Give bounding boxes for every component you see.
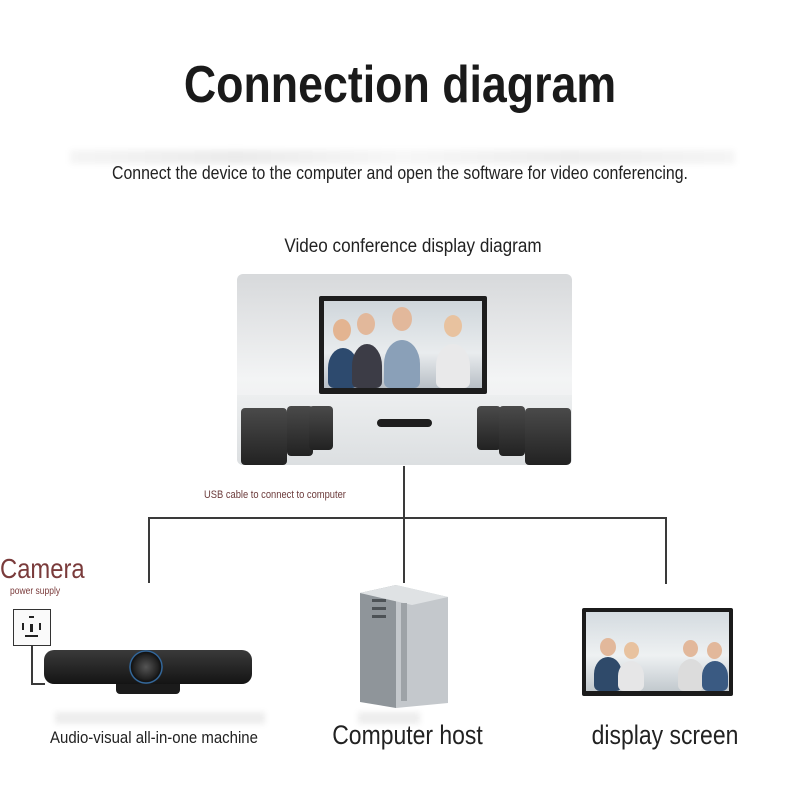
room-chair [477,406,501,450]
camera-branch-line [148,517,150,583]
blurred-caption-band [358,712,420,724]
room-chair [287,406,313,456]
power-cable-line [31,683,45,685]
computer-branch-line [403,517,405,583]
room-soundbar [377,419,432,427]
room-chair [525,408,571,465]
tv-person-2-head [357,313,375,335]
tv-person-3-head [392,307,412,331]
room-chair [499,406,525,456]
room-chair [309,406,333,450]
page-subtitle: Connect the device to the computer and o… [112,163,688,183]
power-socket-icon [13,609,51,646]
audio-visual-machine-label: Audio-visual all-in-one machine [50,728,258,747]
tv-person-3 [384,340,420,388]
computer-tower-graphic [360,585,448,708]
trunk-line [403,466,405,518]
blurred-text-band [70,150,735,164]
power-supply-label: power supply [10,586,61,597]
power-cable-line [31,646,33,684]
device-stand [116,684,180,694]
display-person-2-head [624,642,639,659]
conference-room-photo [237,274,572,465]
display-person-4 [702,661,728,691]
tv-person-2 [352,344,382,388]
camera-lens [129,650,163,684]
display-screen-label: display screen [591,720,739,750]
soundbar-camera-icon [44,650,252,684]
computer-host-label: Computer host [332,720,483,750]
display-screen-image [586,612,729,691]
tv-person-1-head [333,319,351,341]
tv-person-4 [436,344,470,388]
computer-tower-icon [360,585,448,708]
tv-person-4-head [444,315,462,337]
horizontal-bus-line [148,517,666,519]
power-socket-glyph [22,616,41,637]
room-chair [241,408,287,465]
display-person-2 [618,661,644,691]
wall-tv [319,296,487,394]
usb-cable-label: USB cable to connect to computer [204,489,346,501]
display-screen-icon [582,608,733,696]
diagram-heading: Video conference display diagram [284,236,542,257]
display-person-1-head [600,638,616,656]
page-title: Connection diagram [183,56,617,114]
camera-label: Camera [0,553,85,584]
display-person-3-head [683,640,698,657]
display-person-3 [678,659,704,691]
blurred-caption-band [55,712,265,724]
wall-tv-screen [324,301,482,388]
display-person-1 [594,657,622,691]
display-person-4-head [707,642,722,659]
display-branch-line [665,517,667,584]
